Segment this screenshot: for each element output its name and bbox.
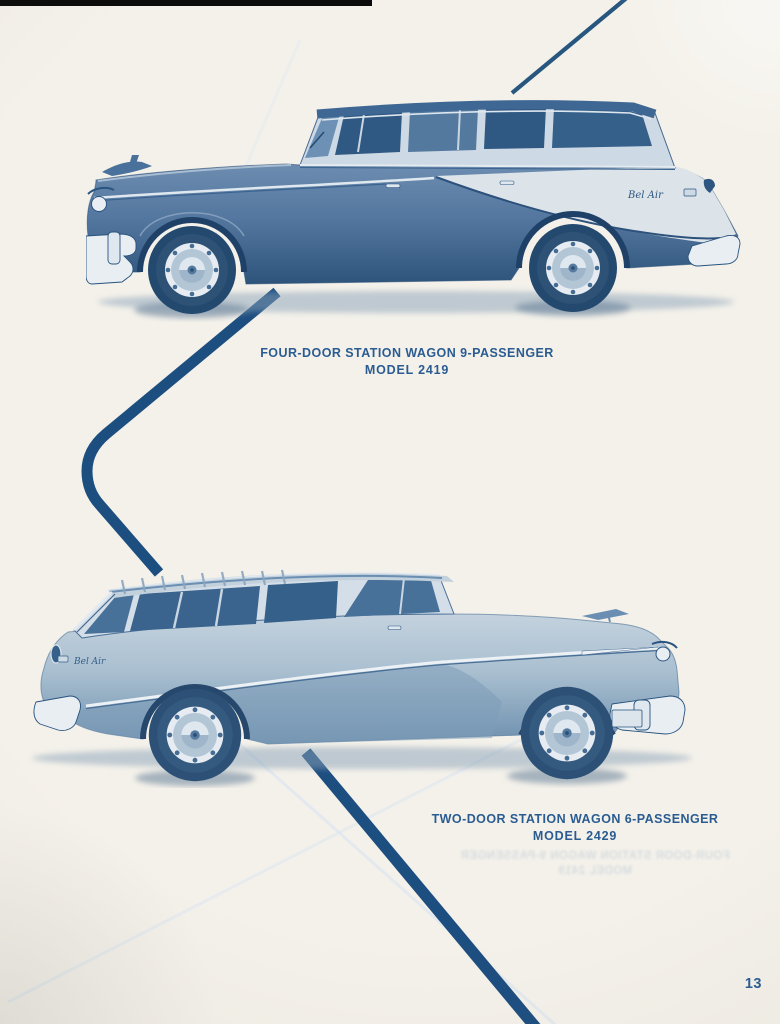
car-body xyxy=(86,163,739,285)
quarter-window xyxy=(264,581,338,623)
wiper xyxy=(309,131,325,149)
figure-caption-four-door: FOUR-DOOR STATION WAGON 9-PASSENGER MODE… xyxy=(107,345,707,379)
roof-edge xyxy=(109,574,443,593)
quarter-window-2 xyxy=(552,107,652,148)
rear-arch-shadow xyxy=(516,211,630,269)
roof-ribs xyxy=(120,569,287,595)
rear-bumper xyxy=(33,695,81,731)
side-spear-shadow xyxy=(93,183,387,202)
figure-caption-two-door: TWO-DOOR STATION WAGON 6-PASSENGER MODEL… xyxy=(275,811,780,845)
drip-rail xyxy=(321,110,652,121)
quarter-window-1 xyxy=(484,107,546,149)
hood-highlight xyxy=(97,164,292,182)
tail-light xyxy=(703,178,715,193)
cargo-window-divider xyxy=(214,588,224,627)
front-bumper xyxy=(609,695,686,735)
door-window xyxy=(344,577,440,617)
two-tone-sweep-line xyxy=(435,176,721,240)
bel-air-script: Bel Air xyxy=(627,190,664,201)
bracket-line-left xyxy=(81,287,281,577)
four-door-wagon-illustration: Bel Air xyxy=(86,100,741,318)
roof-highlight xyxy=(113,572,441,590)
rear-arch-shadow xyxy=(140,684,250,740)
door-handle xyxy=(387,625,402,630)
front-wheel xyxy=(520,686,614,780)
page-number: 13 xyxy=(744,976,762,992)
caption-line1: TWO-DOOR STATION WAGON 6-PASSENGER xyxy=(431,812,719,826)
glasshouse xyxy=(299,103,676,169)
front-arch-shadow xyxy=(518,704,616,737)
car-body xyxy=(40,613,680,745)
rear-bumper xyxy=(687,235,741,267)
tailgate-slant-shadow xyxy=(76,593,116,633)
front-wheel xyxy=(148,226,236,314)
side-spear-trim xyxy=(93,176,435,200)
tailgate-slant-trim xyxy=(73,591,113,631)
windshield xyxy=(305,114,340,158)
two-tone-panel xyxy=(436,166,736,244)
roof xyxy=(108,573,454,598)
lower-body-shade xyxy=(68,664,502,744)
tailgate-window xyxy=(84,594,134,634)
hood-ornament xyxy=(582,609,629,623)
caption-line2: MODEL 2419 xyxy=(364,363,450,377)
glasshouse xyxy=(73,575,455,639)
hood-ornament xyxy=(102,155,152,176)
show-through-line2: MODEL 2419 xyxy=(557,865,633,877)
cargo-window xyxy=(130,586,260,631)
rear-wheel xyxy=(148,688,242,782)
rear-door-handle xyxy=(499,180,515,185)
bel-air-emblem: Bel Air xyxy=(57,655,106,667)
rear-wheel xyxy=(529,224,617,312)
beltline-shadow xyxy=(299,167,676,170)
rear-door-window xyxy=(408,109,478,152)
beltline-trim xyxy=(299,164,676,168)
door-vent-divider xyxy=(399,577,405,615)
car-shadow xyxy=(32,747,692,786)
roof xyxy=(316,100,657,119)
car-shadow xyxy=(98,291,734,318)
front-arch-shadow xyxy=(137,217,247,273)
two-door-wagon-illustration: Bel Air xyxy=(32,569,692,786)
front-bumper xyxy=(86,231,137,285)
side-spear-trim xyxy=(85,646,659,708)
diagonal-line-bottom xyxy=(301,748,541,1024)
front-door-handle xyxy=(385,183,401,188)
headlight xyxy=(87,186,115,212)
scan-edge-artifact xyxy=(0,0,372,6)
fender-crease xyxy=(139,212,245,237)
bel-air-script: Bel Air xyxy=(73,657,106,667)
vent-divider xyxy=(357,113,365,153)
rear-door-divider xyxy=(457,108,461,151)
show-through-text: FOUR-DOOR STATION WAGON 9-PASSENGER MODE… xyxy=(430,849,760,879)
caption-line1: FOUR-DOOR STATION WAGON 9-PASSENGER xyxy=(260,346,554,360)
spear-arrow-tip xyxy=(581,646,659,656)
cargo-window-divider xyxy=(172,591,184,629)
caption-line2: MODEL 2429 xyxy=(532,829,618,843)
tail-light xyxy=(50,644,62,664)
bel-air-emblem: Bel Air xyxy=(627,188,697,201)
show-through-line1: FOUR-DOOR STATION WAGON 9-PASSENGER xyxy=(460,850,730,862)
front-door-window xyxy=(335,112,402,155)
diagonal-line-top-right xyxy=(510,0,628,95)
side-spear-shadow xyxy=(85,649,659,710)
headlight xyxy=(651,640,678,662)
